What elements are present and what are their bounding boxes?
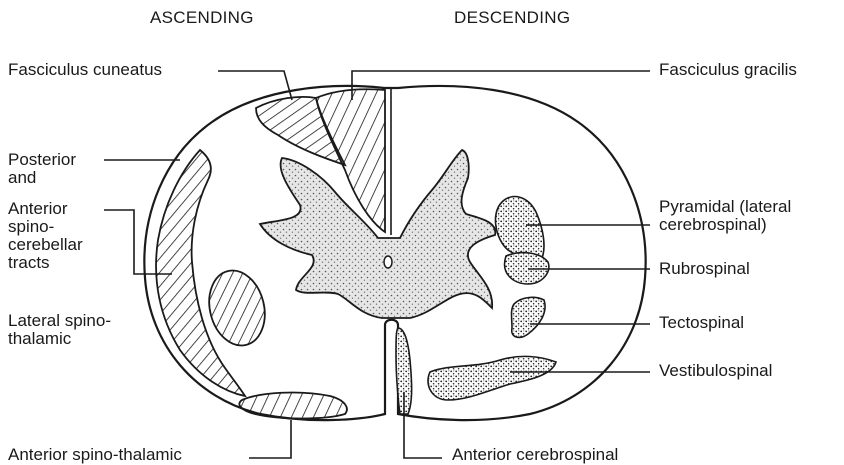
ascending-header: ASCENDING	[150, 8, 254, 28]
leader-anterior-spinothalamic	[249, 420, 291, 458]
descending-header: DESCENDING	[454, 8, 570, 28]
label-anterior-spinocerebellar-tracts: Anterior spino- cerebellar tracts	[8, 200, 83, 272]
label-anterior-cerebrospinal: Anterior cerebrospinal	[452, 446, 618, 464]
label-lateral-spinothalamic: Lateral spino- thalamic	[8, 312, 111, 348]
leader-fasciculus-cuneatus	[218, 71, 292, 100]
label-posterior-and: Posterior and	[8, 151, 76, 187]
anterior-spinothalamic-region	[239, 393, 347, 419]
central-canal	[384, 256, 392, 268]
lateral-spinothalamic-region	[202, 265, 273, 352]
label-tectospinal: Tectospinal	[659, 314, 744, 332]
vestibulospinal-region	[428, 356, 556, 400]
tectospinal-region	[512, 297, 546, 337]
label-anterior-spinothalamic: Anterior spino-thalamic	[8, 446, 182, 464]
label-rubrospinal: Rubrospinal	[659, 260, 750, 278]
label-fasciculus-cuneatus: Fasciculus cuneatus	[8, 61, 162, 79]
label-vestibulospinal: Vestibulospinal	[659, 362, 772, 380]
label-pyramidal: Pyramidal (lateral cerebrospinal)	[659, 198, 791, 234]
leader-fasciculus-gracilis	[352, 71, 650, 100]
label-fasciculus-gracilis: Fasciculus gracilis	[659, 61, 797, 79]
pyramidal-region	[495, 197, 544, 260]
